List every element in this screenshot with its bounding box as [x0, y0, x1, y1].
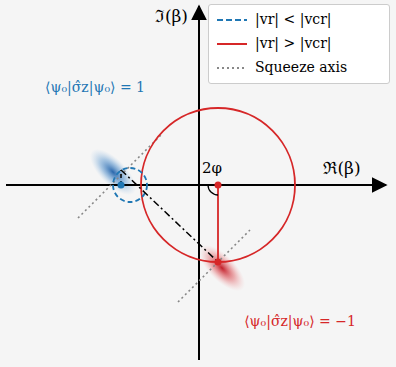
legend-text: |vr| < |vcr|	[255, 12, 332, 27]
squeeze-axis	[178, 230, 250, 302]
legend-line	[217, 19, 247, 21]
axis-label: ℑ(β)	[153, 7, 190, 26]
blue-wigner-blob	[83, 142, 144, 203]
dash-dot-line	[121, 170, 218, 262]
blue-dashed-circle	[113, 168, 147, 202]
state-label: ⟨ψ₀|σ̂z|ψ₀⟩ = −1	[244, 314, 356, 329]
red-point	[215, 259, 222, 266]
blue-point	[118, 182, 125, 189]
red-radius	[217, 185, 219, 262]
legend-line	[217, 43, 247, 45]
red-wigner-blob	[192, 238, 253, 299]
legend-line	[217, 67, 247, 69]
red-circle	[141, 108, 295, 262]
legend-text: |vr| > |vcr|	[255, 36, 332, 51]
center-dot	[215, 182, 222, 189]
real-axis	[6, 184, 386, 186]
legend-text: Squeeze axis	[255, 60, 347, 75]
squeeze-axis	[78, 134, 162, 218]
state-label: ⟨ψ₀|σ̂z|ψ₀⟩ = 1	[45, 80, 145, 95]
axis-label: ℜ(β)	[321, 159, 362, 178]
imag-axis	[198, 6, 200, 360]
angle-label: 2φ	[202, 160, 222, 177]
legend-box: |vr| < |vcr| |vr| > |vcr| Squeeze axis	[208, 4, 390, 84]
